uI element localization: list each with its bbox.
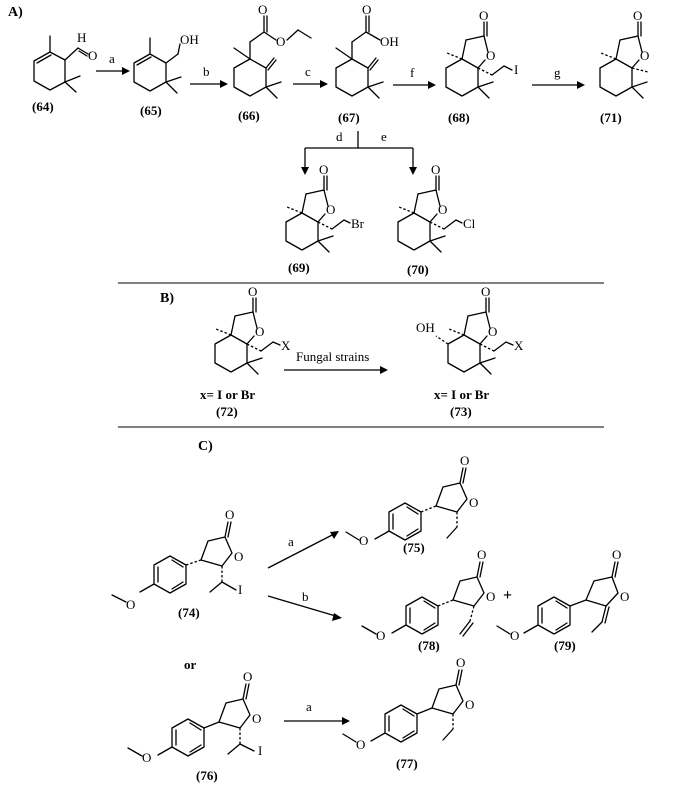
lactone-carbonyl-o: O	[477, 547, 486, 562]
compound-70: O O Cl	[397, 162, 476, 253]
compound-78-label: (78)	[418, 638, 440, 653]
x-definition-73: x= I or Br	[434, 387, 489, 402]
compound-64: H O	[33, 30, 97, 93]
compound-72: O O X	[214, 284, 291, 375]
acid-carbonyl-o: O	[362, 2, 371, 17]
lactone-carbonyl-o: O	[225, 507, 234, 522]
ester-o: O	[276, 34, 285, 49]
compound-68: O O I	[445, 8, 518, 99]
reagent-c: c	[305, 64, 311, 79]
compound-72-label: (72)	[216, 404, 238, 419]
lactone-ring-o: O	[438, 202, 447, 217]
reagent-g: g	[554, 65, 561, 80]
compound-73: O O X OH	[416, 284, 524, 375]
lactone-ring-o: O	[234, 549, 243, 564]
section-c-label: C)	[198, 439, 213, 454]
chloro-cl: Cl	[463, 216, 476, 231]
methoxy-o: O	[510, 628, 519, 643]
x-definition-72: x= I or Br	[200, 387, 255, 402]
compound-79-label: (79)	[554, 638, 576, 653]
methoxy-o: O	[359, 533, 368, 548]
compound-64-label: (64)	[32, 99, 54, 114]
aldehyde-h: H	[77, 30, 86, 45]
compound-75-label: (75)	[403, 540, 425, 555]
lactone-ring-o: O	[326, 202, 335, 217]
ester-carbonyl-o: O	[258, 2, 267, 17]
compound-75: O O O	[345, 453, 478, 548]
compound-70-label: (70)	[407, 262, 429, 277]
bromo-br: Br	[351, 216, 365, 231]
compound-67-label: (67)	[338, 110, 360, 125]
reagent-fungal-strains: Fungal strains	[296, 349, 369, 364]
compound-74: O O O I	[111, 507, 243, 612]
lactone-carbonyl-o: O	[460, 453, 469, 468]
lactone-carbonyl-o: O	[248, 284, 257, 299]
lactone-ring-o: O	[486, 48, 495, 63]
lactone-carbonyl-o: O	[243, 669, 252, 684]
hydroxyl-oh: OH	[416, 320, 435, 335]
reagent-b: b	[203, 64, 210, 79]
compound-66: O O	[233, 2, 312, 99]
reagent-c-a2: a	[306, 699, 312, 714]
compound-77-label: (77)	[396, 756, 418, 771]
acid-oh: OH	[380, 34, 399, 49]
lactone-carbonyl-o: O	[431, 162, 440, 177]
lactone-carbonyl-o: O	[456, 655, 465, 670]
compound-65: OH	[133, 32, 199, 94]
substituent-x: X	[514, 338, 524, 353]
compound-69-label: (69)	[288, 260, 310, 275]
compound-68-label: (68)	[448, 110, 470, 125]
methoxy-o: O	[376, 628, 385, 643]
lactone-carbonyl-o: O	[479, 8, 488, 23]
substituent-x: X	[281, 338, 291, 353]
methoxy-o: O	[356, 737, 365, 752]
lactone-carbonyl-o: O	[481, 284, 490, 299]
reagent-c-b: b	[302, 589, 309, 604]
reagent-e: e	[381, 129, 387, 144]
methoxy-o: O	[126, 597, 135, 612]
iodo-i: I	[514, 62, 518, 77]
reagent-a: a	[109, 51, 115, 66]
compound-77: O O O	[342, 655, 474, 752]
lactone-carbonyl-o: O	[612, 547, 621, 562]
lactone-ring-o: O	[255, 324, 264, 339]
lactone-ring-o: O	[465, 697, 474, 712]
compound-73-label: (73)	[450, 404, 472, 419]
compound-74-label: (74)	[178, 605, 200, 620]
aldehyde-o: O	[88, 48, 97, 63]
methoxy-o: O	[142, 750, 151, 765]
lactone-ring-o: O	[640, 48, 649, 63]
compound-78: O O O	[361, 547, 495, 643]
reagent-d: d	[336, 129, 343, 144]
reagent-f: f	[410, 65, 415, 80]
compound-76-label: (76)	[196, 768, 218, 783]
compound-66-label: (66)	[238, 108, 260, 123]
lactone-ring-o: O	[620, 589, 629, 604]
section-a-label: A)	[8, 5, 23, 20]
compound-69: O O Br	[285, 162, 365, 253]
lactone-ring-o: O	[488, 324, 497, 339]
lactone-carbonyl-o: O	[319, 162, 328, 177]
lactone-carbonyl-o: O	[633, 8, 642, 23]
compound-79: O O O	[496, 547, 629, 643]
compound-67: O OH	[335, 2, 399, 99]
compound-71-label: (71)	[600, 110, 622, 125]
compound-65-label: (65)	[140, 103, 162, 118]
lactone-ring-o: O	[469, 495, 478, 510]
reagent-c-a: a	[288, 534, 294, 549]
iodo-i: I	[258, 743, 262, 758]
hydroxyl-oh: OH	[180, 32, 199, 47]
iodo-i: I	[238, 582, 242, 597]
compound-71: O O	[599, 8, 649, 99]
plus-sign: +	[503, 587, 512, 604]
compound-76: O O O I	[127, 669, 262, 765]
section-b-label: B)	[160, 291, 174, 306]
or-connector: or	[184, 657, 197, 672]
lactone-ring-o: O	[252, 711, 261, 726]
lactone-ring-o: O	[486, 589, 495, 604]
